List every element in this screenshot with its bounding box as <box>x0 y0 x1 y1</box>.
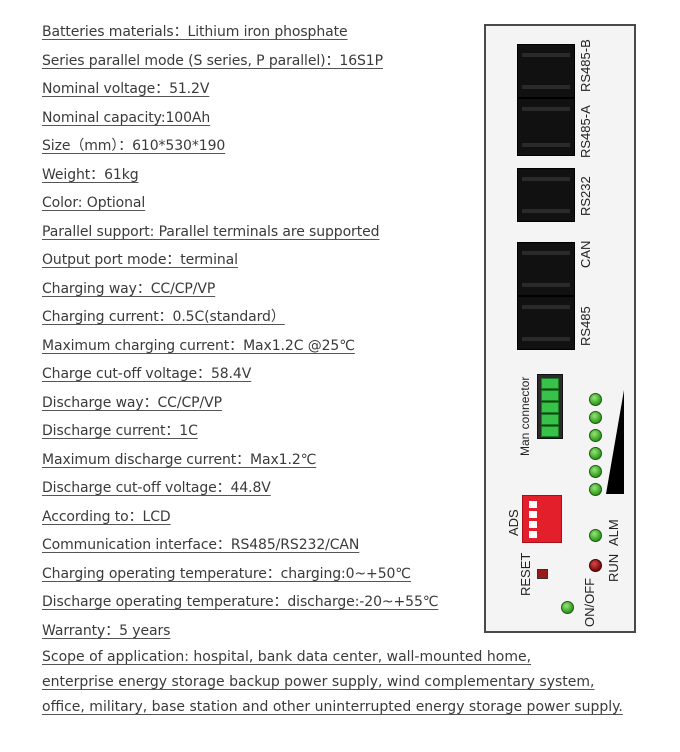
spec-line: Nominal voltage：51.2V <box>42 76 662 105</box>
power-button[interactable] <box>561 601 574 614</box>
spec-text: Discharge cut-off voltage：44.8V <box>42 480 271 496</box>
spec-line: Series parallel mode (S series, P parall… <box>42 48 662 77</box>
spec-line: Color: Optional <box>42 190 662 219</box>
spec-line: Parallel support: Parallel terminals are… <box>42 219 662 248</box>
spec-text: Charge cut-off voltage：58.4V <box>42 366 252 382</box>
spec-text: Batteries materials：Lithium iron phospha… <box>42 24 348 40</box>
spec-line: Communication interface：RS485/RS232/CAN <box>42 532 662 561</box>
spec-line: Charging operating temperature：charging:… <box>42 561 662 590</box>
spec-line: Charging way：CC/CP/VP <box>42 276 662 305</box>
scope-text: Scope of application: hospital, bank dat… <box>42 649 532 665</box>
spec-line: Maximum discharge current：Max1.2℃ <box>42 447 662 476</box>
spec-text: Charging operating temperature：charging:… <box>42 565 411 582</box>
address-dip-switch[interactable] <box>522 495 562 543</box>
spec-line: Discharge operating temperature：discharg… <box>42 589 662 618</box>
spec-text: Warranty：5 years <box>42 622 171 639</box>
rs485-a-port <box>517 98 575 156</box>
onoff-label: ON/OFF <box>582 577 597 627</box>
spec-text: Charging current：0.5C(standard） <box>42 309 285 325</box>
spec-text: Maximum charging current：Max1.2C @25℃ <box>42 337 355 354</box>
spec-text: Communication interface：RS485/RS232/CAN <box>42 537 360 553</box>
main-connector-label: Man connector <box>518 376 532 456</box>
spec-line: Maximum charging current：Max1.2C @25℃ <box>42 333 662 362</box>
scope-line: office, military, base station and other… <box>42 695 662 720</box>
soc-led-4 <box>589 447 602 460</box>
can-port <box>517 242 575 296</box>
soc-led-6 <box>589 483 602 496</box>
spec-line: Discharge cut-off voltage：44.8V <box>42 475 662 504</box>
rs485-label: RS485 <box>578 306 593 346</box>
spec-line: Charge cut-off voltage：58.4V <box>42 361 662 390</box>
spec-text: Discharge way：CC/CP/VP <box>42 394 222 411</box>
spec-text: Maximum discharge current：Max1.2℃ <box>42 451 317 468</box>
soc-led-5 <box>589 465 602 478</box>
ads-label: ADS <box>506 509 521 536</box>
scope-text: office, military, base station and other… <box>42 699 623 715</box>
run-led <box>589 559 602 572</box>
spec-line: Warranty：5 years <box>42 618 662 647</box>
spec-line: Batteries materials：Lithium iron phospha… <box>42 19 662 48</box>
alm-label: ALM <box>606 519 621 546</box>
spec-text: Nominal voltage：51.2V <box>42 81 210 97</box>
rs232-label: RS232 <box>578 176 593 216</box>
rs485-a-label: RS485-A <box>578 105 593 158</box>
reset-label: RESET <box>518 552 533 596</box>
main-connector <box>537 374 563 439</box>
spec-text: Weight：61kg <box>42 166 139 183</box>
alm-led <box>589 529 602 542</box>
capacity-wedge-icon <box>606 390 624 494</box>
spec-text: Discharge operating temperature：discharg… <box>42 594 439 610</box>
reset-button[interactable] <box>537 569 548 579</box>
spec-text: Charging way：CC/CP/VP <box>42 280 216 297</box>
run-label: RUN <box>606 553 621 582</box>
soc-led-1 <box>589 393 602 406</box>
scope-list: Scope of application: hospital, bank dat… <box>42 645 662 720</box>
spec-line: Output port mode：terminal <box>42 247 662 276</box>
rs485-port <box>517 296 575 350</box>
can-label: CAN <box>578 240 593 268</box>
soc-led-2 <box>589 411 602 424</box>
scope-line: Scope of application: hospital, bank dat… <box>42 645 662 670</box>
spec-text: Discharge current：1C <box>42 423 198 439</box>
scope-line: enterprise energy storage backup power s… <box>42 670 662 695</box>
spec-line: Weight：61kg <box>42 162 662 191</box>
spec-line: Size（mm）：610*530*190 <box>42 133 662 162</box>
spec-line: Charging current：0.5C(standard） <box>42 304 662 333</box>
rs232-port <box>517 168 575 222</box>
spec-text: Nominal capacity:100Ah <box>42 109 211 126</box>
spec-list: Batteries materials：Lithium iron phospha… <box>42 19 662 646</box>
rs485-b-port <box>517 44 575 98</box>
spec-text: Parallel support: Parallel terminals are… <box>42 223 380 240</box>
spec-text: Size（mm）：610*530*190 <box>42 138 226 154</box>
spec-text: Color: Optional <box>42 195 146 211</box>
spec-text: According to：LCD <box>42 508 171 525</box>
spec-line: Discharge current：1C <box>42 418 662 447</box>
spec-line: Discharge way：CC/CP/VP <box>42 390 662 419</box>
rs485-b-label: RS485-B <box>578 39 593 92</box>
spec-line: Nominal capacity:100Ah <box>42 105 662 134</box>
spec-text: Series parallel mode (S series, P parall… <box>42 52 383 69</box>
spec-text: Output port mode：terminal <box>42 252 238 268</box>
spec-line: According to：LCD <box>42 504 662 533</box>
scope-text: enterprise energy storage backup power s… <box>42 674 595 690</box>
soc-led-3 <box>589 429 602 442</box>
